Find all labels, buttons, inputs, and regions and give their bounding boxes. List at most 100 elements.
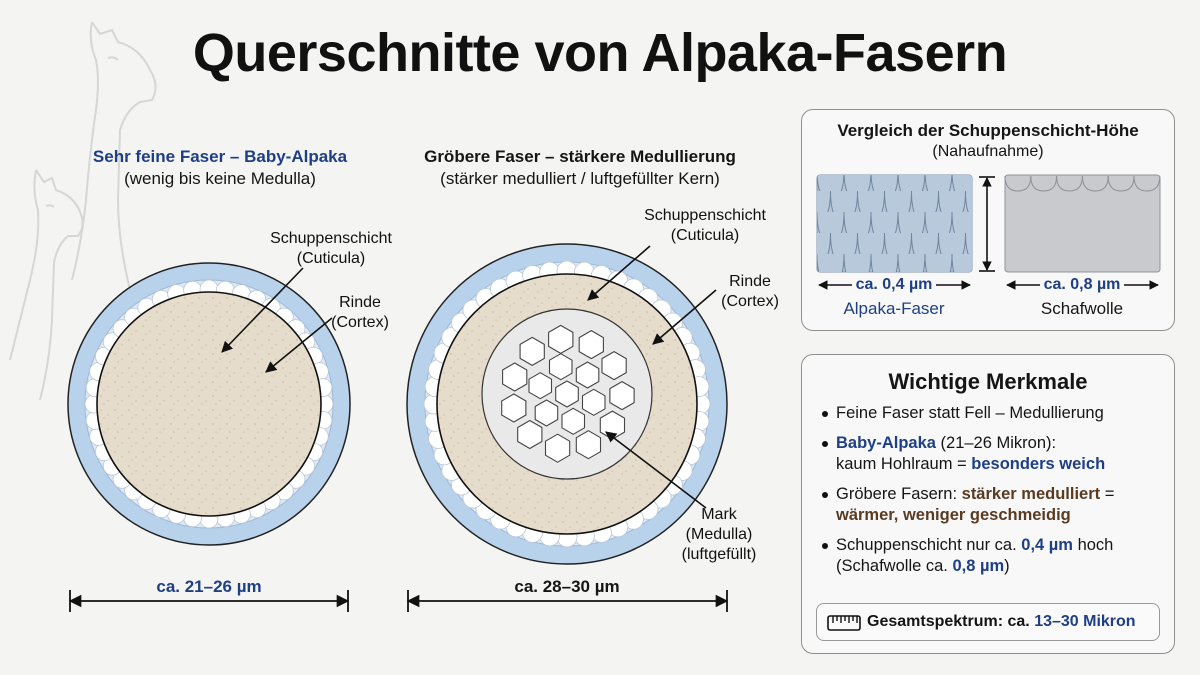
medulla-core [481,308,653,480]
ruler-icon [827,615,861,631]
sheep-scale [1081,175,1109,192]
medulla-cell [555,380,579,408]
medulla-cell [534,399,559,427]
key-features-panel: Wichtige Merkmale Feine Faser statt Fell… [801,354,1175,654]
coarse-medulla-label-line2: (Medulla) [685,526,753,543]
sheep-scale-swatch [1004,174,1161,273]
total-spectrum-box: Gesamtspektrum: ca. 13–30 Mikron [816,603,1160,641]
coarse-medulla-label: Mark (Medulla) (luftgefüllt) [664,505,774,565]
alpaca-scale-swatch [816,170,1006,273]
medulla-cell [502,362,528,392]
total-spectrum-text: Gesamtspektrum: ca. 13–30 Mikron [867,613,1136,631]
medulla-cell [544,433,571,463]
medulla-cell [548,353,573,381]
coarse-diameter-label: ca. 28–30 µm [514,577,620,596]
feature-item2-text: (21–26 Mikron): [935,434,1057,452]
fine-cuticula-label-line2: (Cuticula) [296,250,366,267]
medulla-cell [601,351,627,381]
fine-cortex-label-line2: (Cortex) [331,314,389,331]
sheep-scale-name: Schafwolle [1040,299,1124,318]
medulla-cell [575,361,600,389]
total-spectrum-value: 13–30 Mikron [1034,613,1136,630]
alpaca-scale [897,253,926,272]
fine-cuticula-label-line1: Schuppenschicht [270,230,392,247]
feature-item: Feine Faser statt Fell – Medullierung [820,403,1165,424]
medulla-cell [561,407,586,435]
fine-fiber-subheading: (wenig bis keine Medulla) [124,169,316,188]
coarse-fiber-subheading: (stärker medulliert / luftgefüllter Kern… [440,169,720,188]
alpaca-scale-value: ca. 0,4 µm [814,276,974,294]
coarse-cuticula-label-line1: Schuppenschicht [644,207,766,224]
alpaca-scale-name: Alpaka-Faser [843,299,945,318]
feature-item2-highlight: Baby-Alpaka [836,434,936,452]
feature-item3-text2: = [1100,485,1115,503]
feature-item: Schuppenschicht nur ca. 0,4 µm hoch (Sch… [820,535,1165,577]
coarse-cortex-label-line2: (Cortex) [721,293,779,310]
fine-cuticula-label: Schuppenschicht (Cuticula) [246,229,416,269]
feature-item3-text: Gröbere Fasern: [836,485,962,503]
coarse-cortex-label: Rinde (Cortex) [700,272,800,312]
fine-cortex-label: Rinde (Cortex) [300,293,420,333]
fiber-cross-sections [67,243,729,612]
sheep-scale [1133,175,1161,192]
page-title: Querschnitte von Alpaka-Fasern [192,23,1008,83]
features-title: Wichtige Merkmale [888,369,1088,394]
fine-cortex-label-line1: Rinde [339,294,381,311]
scale-height-comparison-panel: Vergleich der Schuppenschicht-Höhe (Naha… [801,109,1175,331]
sheep-scale [1107,175,1135,192]
total-spectrum-label: Gesamtspektrum: ca. [867,613,1035,630]
alpaca-scale-value-text: ca. 0,4 µm [851,276,937,293]
feature-item: Gröbere Fasern: stärker medulliert = wär… [820,484,1165,526]
coarse-cuticula-label: Schuppenschicht (Cuticula) [620,206,790,246]
medulla-cell [517,419,543,450]
sheep-scale-value: ca. 0,8 µm [1002,276,1162,294]
sheep-scale [1030,175,1058,192]
alpaca-scale [979,170,1006,200]
medulla-cell [528,372,553,400]
sheep-scale-value-text: ca. 0,8 µm [1039,276,1125,293]
medulla-cell [575,430,602,460]
medulla-cell [548,324,574,354]
feature-item4-text2: hoch [1072,536,1114,554]
comparison-subtitle: (Nahaufnahme) [932,143,1044,160]
feature-item4-text3: (Schafwolle ca. [836,557,953,575]
coarse-fiber-cross-section [406,243,728,565]
alpaca-scale [817,175,818,201]
alpaca-scale [817,211,818,243]
medulla-cell [501,393,527,423]
features-list: Feine Faser statt Fell – Medullierung Ba… [820,403,1165,586]
fine-diameter-label: ca. 21–26 µm [156,577,262,596]
medulla-cell [609,381,635,411]
fine-fiber-heading: Sehr feine Faser – Baby-Alpaka [92,147,348,166]
feature-item4-text4: ) [1004,557,1010,575]
alpaca-scale [924,253,953,272]
coarse-medulla-label-line1: Mark [701,506,737,523]
alpaca-scale [965,232,972,264]
sheep-scale [1004,175,1032,192]
feature-item2-highlight2: besonders weich [971,455,1106,473]
alpaca-scale [843,253,872,272]
comparison-title: Vergleich der Schuppenschicht-Höhe [837,121,1139,140]
feature-item: Baby-Alpaka (21–26 Mikron): kaum Hohlrau… [820,433,1165,475]
feature-item4-highlight: 0,4 µm [1021,536,1073,554]
coarse-fiber-caption: Gröbere Faser – stärkere Medullierung (s… [380,146,780,190]
feature-item2-text2: kaum Hohlraum = [836,455,972,473]
alpaca-scale [979,212,1006,242]
alpaca-scale [965,190,972,222]
coarse-medulla-label-line3: (luftgefüllt) [681,546,757,563]
feature-item4-text: Schuppenschicht nur ca. [836,536,1022,554]
coarse-fiber-heading: Gröbere Faser – stärkere Medullierung [424,147,736,166]
comparison-illustration [816,170,1161,290]
fine-fiber-caption: Sehr feine Faser – Baby-Alpaka (wenig bi… [40,146,400,190]
coarse-cortex-label-line1: Rinde [729,273,771,290]
coarse-cuticula-label-line2: (Cuticula) [670,227,740,244]
alpaca-scale [951,253,972,272]
feature-item4-highlight2: 0,8 µm [952,557,1005,575]
fine-fiber-cross-section [67,262,351,546]
feature-item1-text: Feine Faser statt Fell – Medullierung [836,404,1104,422]
feature-item3-highlight2: wärmer, weniger geschmeidig [836,506,1071,524]
feature-item3-highlight: stärker medulliert [961,485,1101,503]
alpaca-scale [817,253,845,272]
medulla-cell [581,388,606,416]
sheep-scale [1056,175,1083,192]
